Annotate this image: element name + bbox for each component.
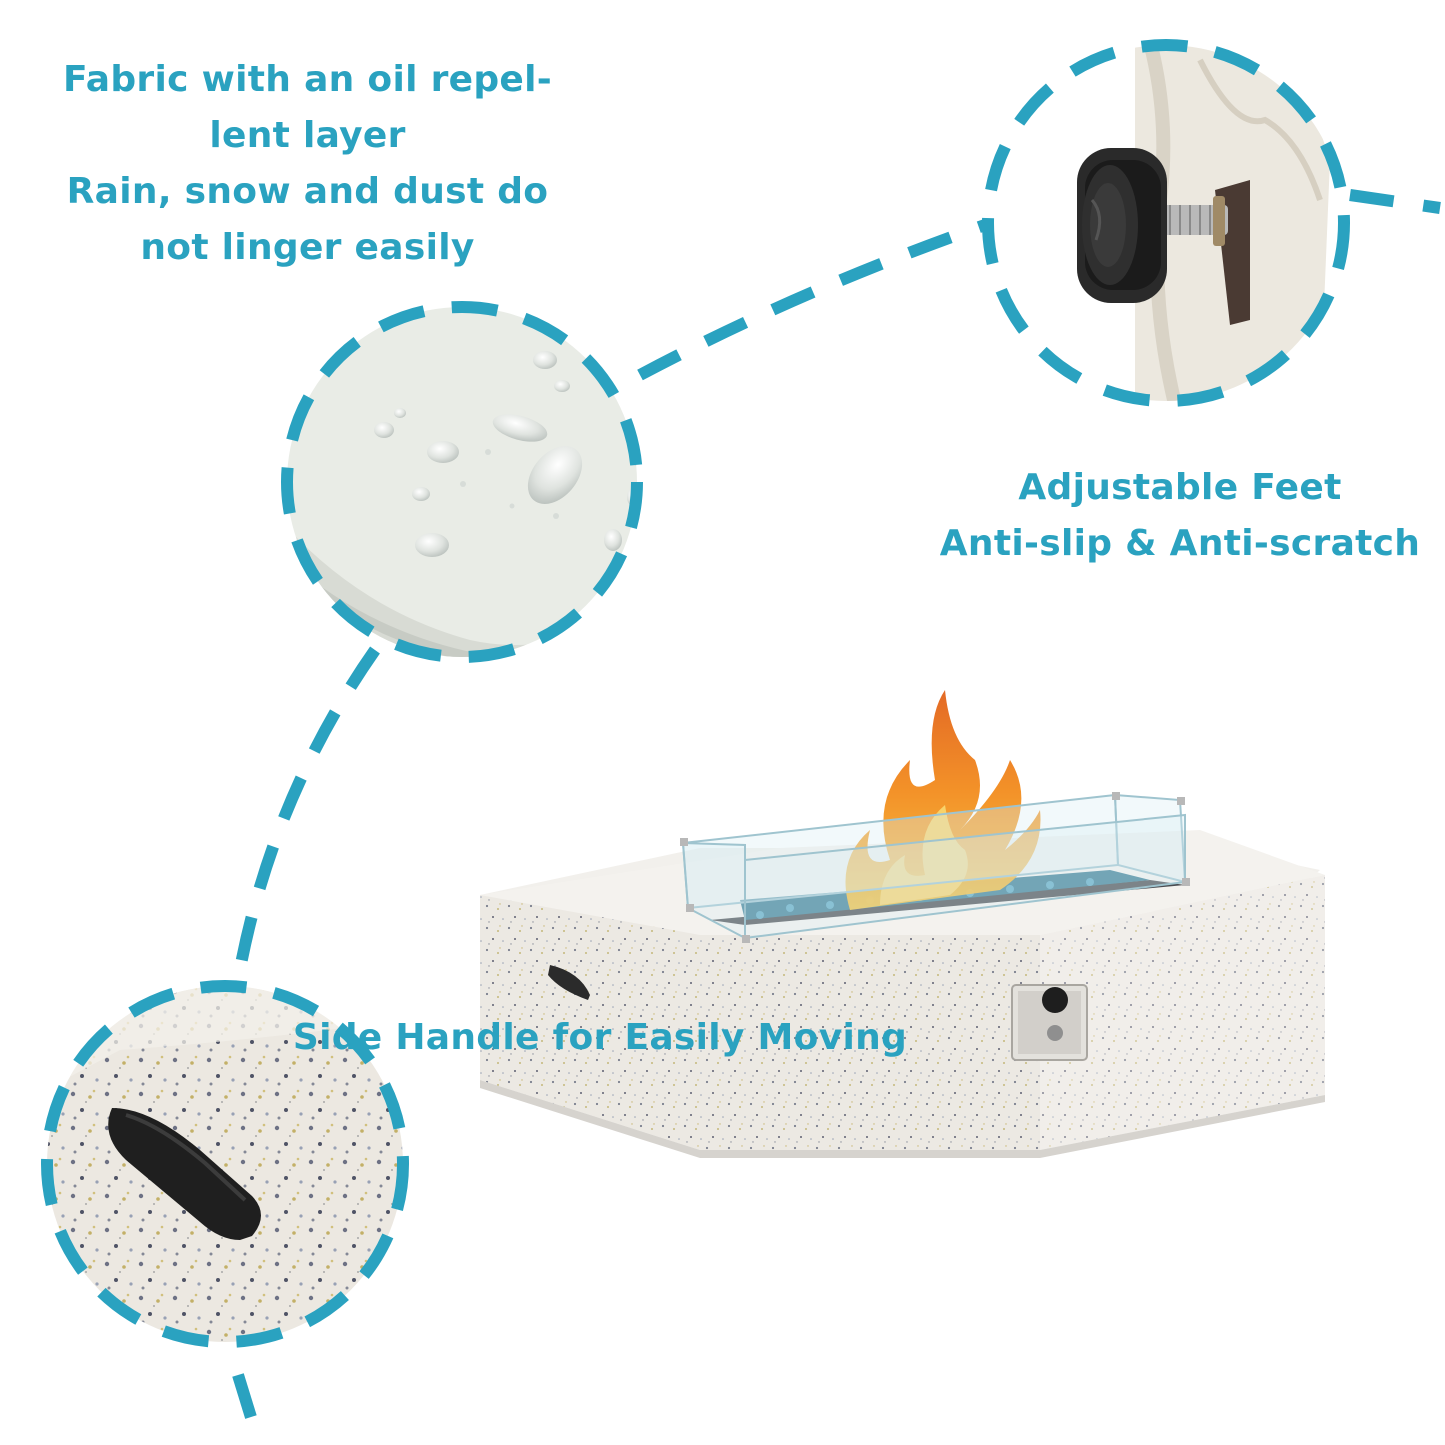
fabric-caption-line-1: Fabric with an oil repel- <box>62 59 553 100</box>
connector-feet-right <box>1349 189 1441 214</box>
fabric-caption-line-4: not linger easily <box>140 227 475 268</box>
feet-feature-caption: Adjustable Feet Anti-slip & Anti-scratch <box>930 460 1430 572</box>
fabric-caption-line-2: lent layer <box>209 115 406 156</box>
connector-fabric-to-feet <box>637 219 987 381</box>
feet-caption-line-2: Anti-slip & Anti-scratch <box>939 523 1421 564</box>
feet-closeup-image <box>982 39 1350 407</box>
handle-feature-caption: Side Handle for Easily Moving <box>270 1010 930 1066</box>
handle-closeup-image <box>41 980 409 1348</box>
feet-caption-line-1: Adjustable Feet <box>1018 467 1342 508</box>
fabric-caption-line-3: Rain, snow and dust do <box>66 171 549 212</box>
connector-lines <box>232 189 1441 1442</box>
handle-caption-line-1: Side Handle for Easily Moving <box>292 1017 908 1058</box>
fire-pit-product-image <box>480 690 1325 1158</box>
connector-fabric-to-handle <box>232 646 380 982</box>
fabric-closeup-image <box>281 301 643 663</box>
fabric-feature-caption: Fabric with an oil repel- lent layer Rai… <box>40 52 575 276</box>
connector-handle-bottom <box>232 1373 264 1442</box>
